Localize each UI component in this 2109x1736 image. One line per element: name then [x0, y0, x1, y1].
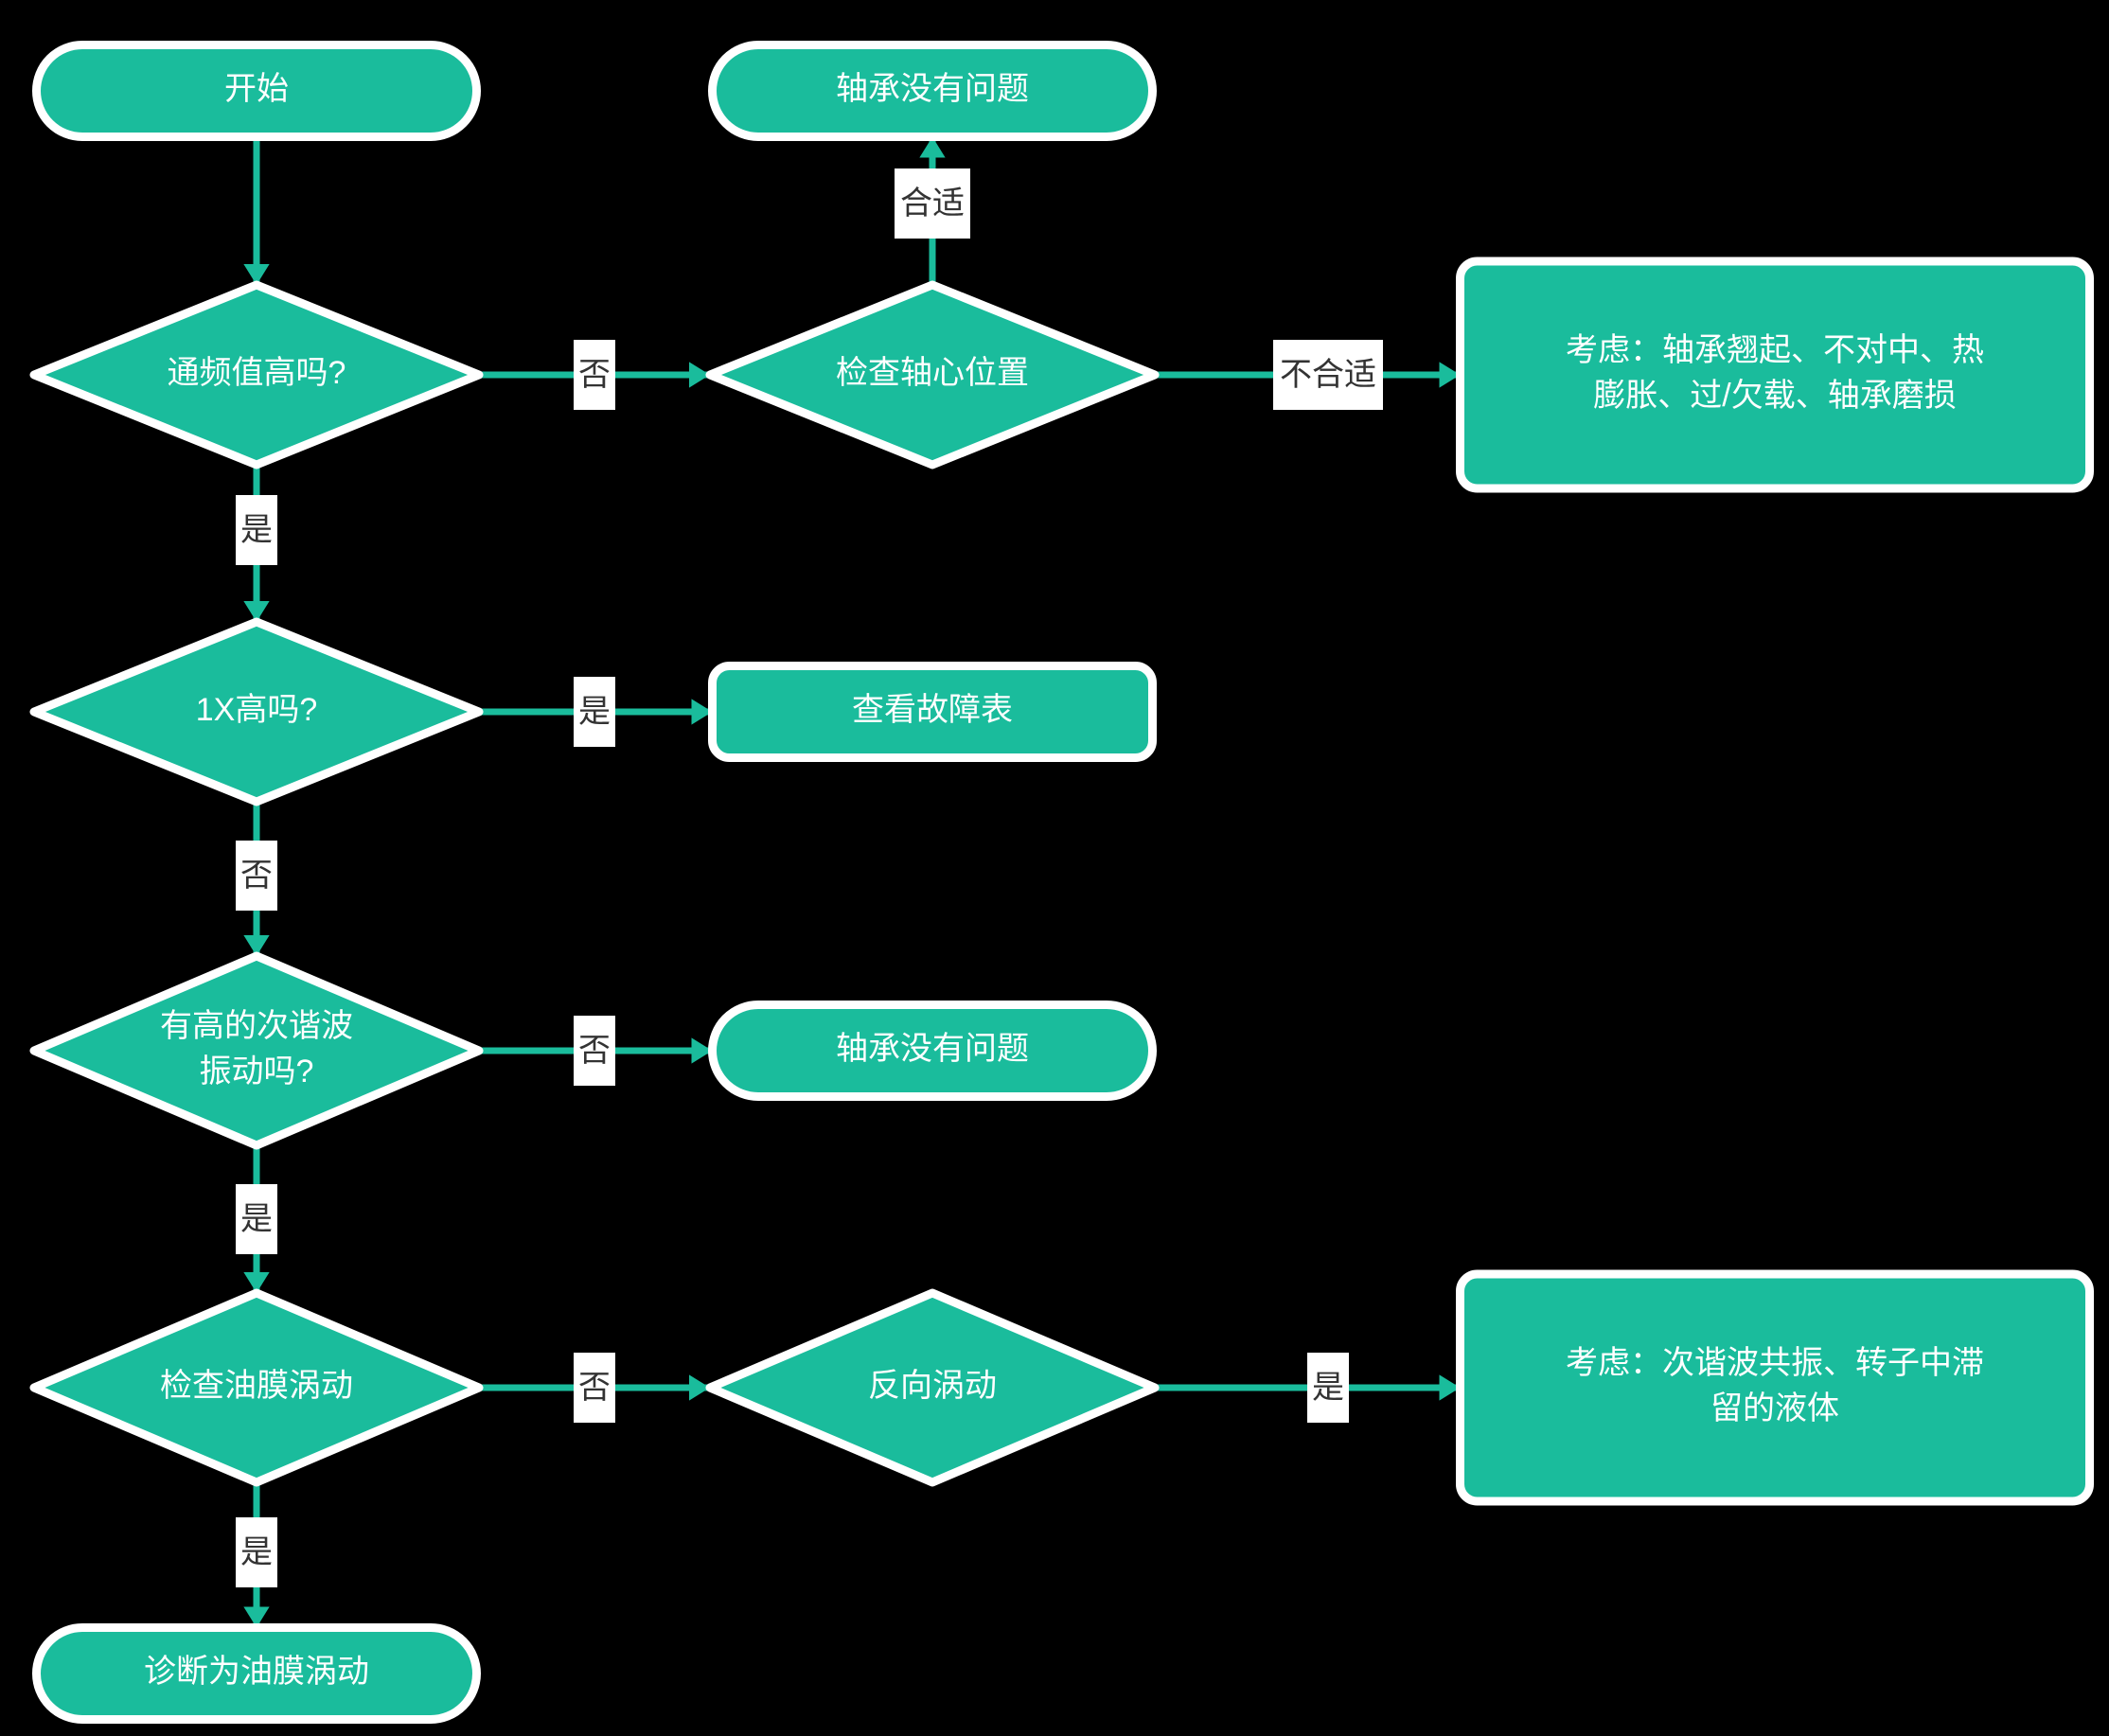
node-shape-q_1x [29, 617, 484, 806]
edge-e-start-overall [243, 136, 270, 285]
node-start[interactable]: 开始 [32, 41, 481, 141]
node-label-q_subharm: 有高的次谐波 [160, 1008, 353, 1044]
edge-arrowhead [1439, 362, 1461, 388]
edge-arrowhead [689, 1374, 710, 1401]
edge-label-background [1273, 340, 1383, 410]
edge-label-text: 否 [578, 1033, 611, 1069]
edge-label-text: 合适 [900, 186, 965, 221]
edge-label-background [236, 1184, 277, 1254]
edge-label-e-subharm-oilwhirl: 是 [236, 1184, 277, 1254]
edge-arrowhead [243, 1272, 270, 1293]
edge-label-e-subharm-bearingok2: 否 [574, 1016, 615, 1086]
node-shape-consider2 [1456, 1269, 2094, 1506]
edge-label-text: 否 [578, 1370, 611, 1406]
node-diagnosis[interactable]: 诊断为油膜涡动 [32, 1623, 481, 1724]
node-q_1x[interactable]: 1X高吗? [29, 617, 484, 806]
edge-arrowhead [1439, 1374, 1461, 1401]
node-label-q_subharm: 振动吗? [200, 1054, 314, 1089]
edge-label-text: 否 [578, 357, 611, 393]
node-consider1[interactable]: 考虑：轴承翘起、不对中、热膨胀、过/欠载、轴承磨损 [1456, 257, 2094, 493]
edge-label-e-overall-1x: 是 [236, 495, 277, 565]
node-q_reverse[interactable]: 反向涡动 [705, 1288, 1160, 1487]
edge-arrowhead [243, 264, 270, 285]
node-shape-q_center [705, 280, 1160, 469]
edge-label-e-reverse-consider2: 是 [1307, 1353, 1349, 1423]
node-shape-q_oilwhirl [29, 1288, 484, 1487]
node-label-fault_table: 查看故障表 [852, 692, 1013, 728]
edge-label-e-overall-center: 否 [574, 340, 615, 410]
node-q_center[interactable]: 检查轴心位置 [705, 280, 1160, 469]
node-label-bearing_ok1: 轴承没有问题 [836, 71, 1029, 107]
edge-label-text: 是 [1312, 1370, 1344, 1406]
edge-label-background [1307, 1353, 1349, 1423]
node-q_oilwhirl[interactable]: 检查油膜涡动 [29, 1288, 484, 1487]
edge-label-text: 不合适 [1280, 357, 1376, 393]
edge-label-background [236, 495, 277, 565]
node-label-q_overall: 通频值高吗? [168, 355, 346, 391]
edge-arrowhead [243, 601, 270, 622]
edge-label-background [574, 1353, 615, 1423]
node-q_overall[interactable]: 通频值高吗? [29, 280, 484, 469]
edge-label-background [574, 340, 615, 410]
edge-arrowhead [243, 1606, 270, 1628]
node-bearing_ok1[interactable]: 轴承没有问题 [708, 41, 1157, 141]
node-label-start: 开始 [224, 71, 289, 107]
node-label-q_oilwhirl: 检查油膜涡动 [160, 1368, 353, 1404]
edge-label-e-center-bearingok: 合适 [895, 168, 970, 239]
edge-label-e-center-consider: 不合适 [1273, 340, 1383, 410]
node-shape-q_subharm [29, 951, 484, 1150]
edge-arrowhead [243, 935, 270, 956]
edge-label-background [574, 1016, 615, 1086]
node-label-consider1: 膨胀、过/欠载、轴承磨损 [1593, 378, 1956, 414]
node-shape-diagnosis [32, 1623, 481, 1724]
edge-label-text: 是 [578, 694, 611, 730]
edge-arrowhead [691, 699, 713, 725]
edge-label-text: 是 [240, 1534, 273, 1570]
node-shape-bearing_ok2 [708, 1001, 1157, 1101]
edge-label-text: 否 [240, 858, 273, 894]
edge-labels-layer: 否合适不合适是是否否是否是是 [236, 168, 1383, 1587]
node-label-consider2: 留的液体 [1710, 1391, 1839, 1426]
node-shape-q_overall [29, 280, 484, 469]
node-shape-consider1 [1456, 257, 2094, 493]
node-shape-start [32, 41, 481, 141]
node-label-bearing_ok2: 轴承没有问题 [836, 1031, 1029, 1067]
node-label-consider2: 考虑：次谐波共振、转子中滞 [1566, 1345, 1984, 1381]
node-shape-fault_table [708, 662, 1157, 762]
node-fault_table[interactable]: 查看故障表 [708, 662, 1157, 762]
edge-arrowhead [691, 1037, 713, 1064]
edge-arrowhead [689, 362, 710, 388]
edge-label-background [236, 841, 277, 911]
edge-label-background [895, 168, 970, 239]
edge-label-e-oilwhirl-reverse: 否 [574, 1353, 615, 1423]
edge-arrowhead [919, 136, 946, 158]
node-label-q_reverse: 反向涡动 [868, 1368, 997, 1404]
node-bearing_ok2[interactable]: 轴承没有问题 [708, 1001, 1157, 1101]
edge-label-background [574, 677, 615, 747]
edge-label-background [236, 1517, 277, 1587]
node-label-diagnosis: 诊断为油膜涡动 [144, 1654, 369, 1690]
node-label-consider1: 考虑：轴承翘起、不对中、热 [1566, 332, 1984, 368]
edge-label-e-1x-faulttable: 是 [574, 677, 615, 747]
node-shape-bearing_ok1 [708, 41, 1157, 141]
edge-label-e-oilwhirl-diagnosis: 是 [236, 1517, 277, 1587]
edge-label-e-1x-subharm: 否 [236, 841, 277, 911]
edge-label-text: 是 [240, 512, 273, 548]
node-label-q_1x: 1X高吗? [196, 692, 318, 728]
node-shape-q_reverse [705, 1288, 1160, 1487]
edge-label-text: 是 [240, 1201, 273, 1237]
node-label-q_center: 检查轴心位置 [836, 355, 1029, 391]
